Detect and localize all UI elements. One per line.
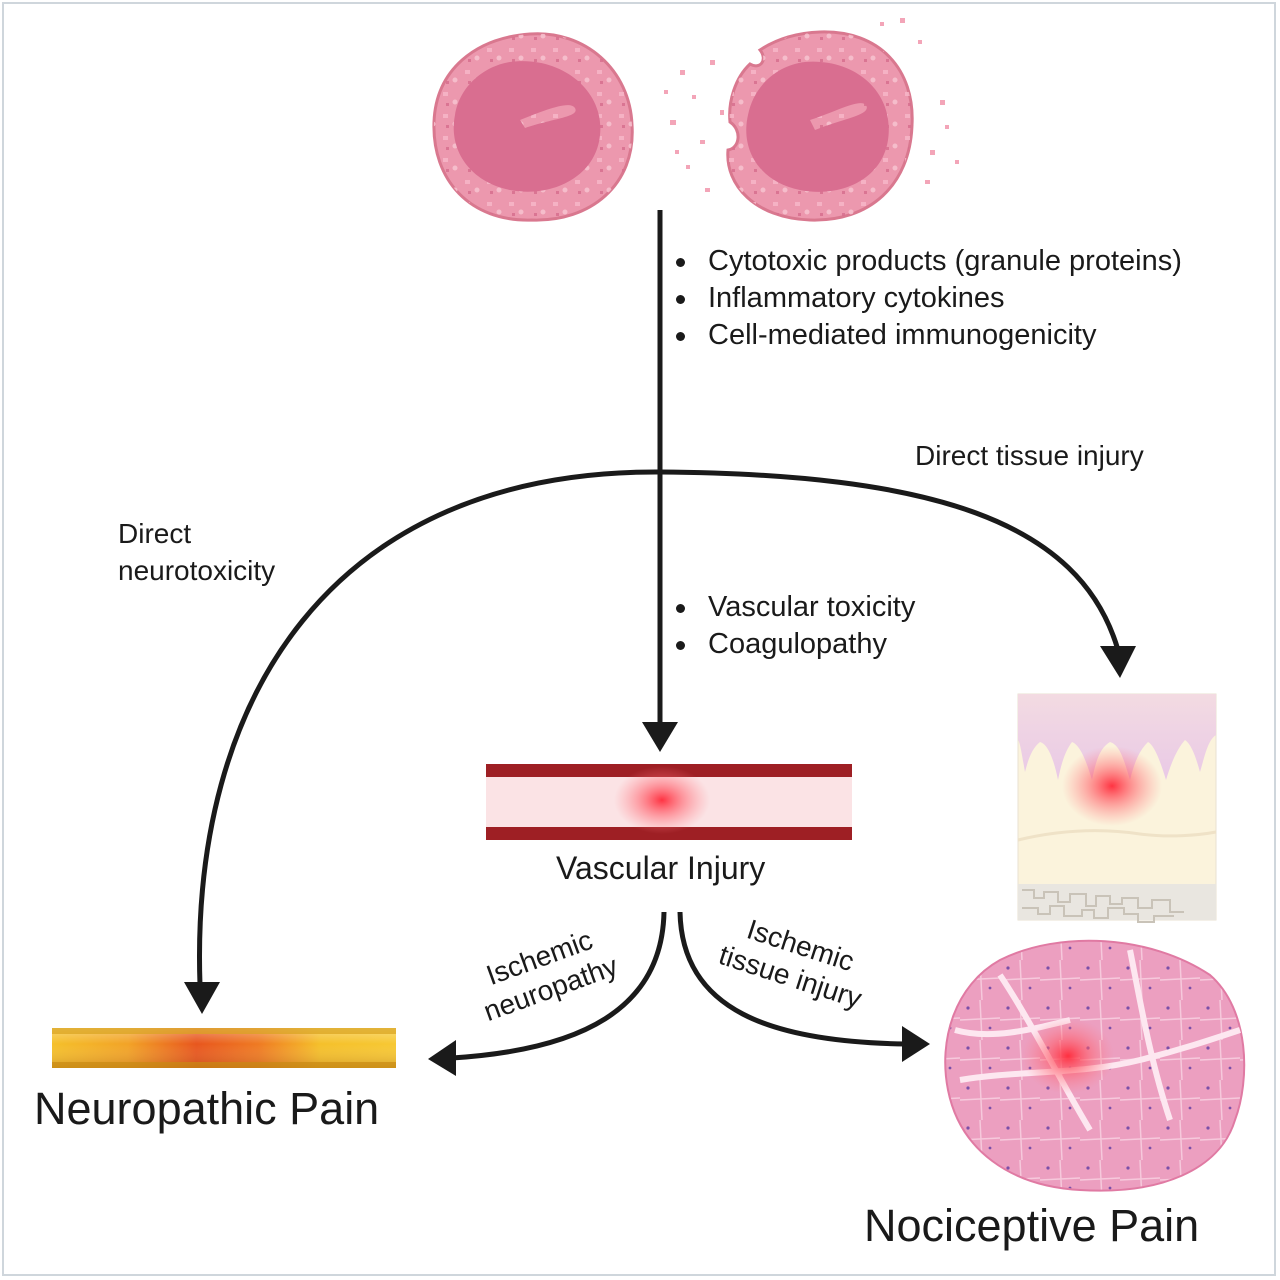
direct-neurotoxicity-line2: neurotoxicity <box>118 555 276 586</box>
ischemic-tissue-injury-arrow <box>677 911 907 1047</box>
nerve-bar <box>52 1028 396 1068</box>
list-item: Coagulopathy <box>672 626 915 663</box>
direct-neurotoxicity-line1: Direct <box>118 518 192 549</box>
blood-vessel <box>486 764 852 840</box>
direct-neurotoxicity-arrowhead <box>184 982 220 1014</box>
cells-to-vessel-arrowhead <box>642 722 678 752</box>
vessel-injury-glow <box>614 766 710 834</box>
nociceptive-pain-title: Nociceptive Pain <box>864 1200 1200 1251</box>
cell-effects-list: Cytotoxic products (granule proteins) In… <box>672 243 1182 354</box>
degranulating-granulocyte <box>664 18 959 222</box>
vascular-injury-label: Vascular Injury <box>556 850 766 886</box>
direct-tissue-injury-label: Direct tissue injury <box>915 440 1144 471</box>
direct-effects-arc <box>197 469 1121 986</box>
skin-injury-glow <box>1062 746 1162 826</box>
skin-section <box>1017 693 1217 923</box>
ischemic-neuropathy-arrow <box>451 911 667 1061</box>
list-item: Inflammatory cytokines <box>672 280 1182 317</box>
ischemic-neuropathy-arrowhead <box>428 1040 456 1076</box>
ischemic-tissue-injury-arrowhead <box>902 1026 930 1062</box>
list-item: Cell-mediated immunogenicity <box>672 317 1182 354</box>
neuropathic-pain-title: Neuropathic Pain <box>34 1083 380 1134</box>
list-item: Vascular toxicity <box>672 589 915 626</box>
list-item: Cytotoxic products (granule proteins) <box>672 243 1182 280</box>
direct-neurotoxicity-label: Direct neurotoxicity <box>118 515 275 589</box>
muscle-tissue <box>944 939 1246 1192</box>
intact-granulocyte <box>432 32 634 222</box>
muscle-injury-glow <box>1022 1018 1114 1094</box>
direct-tissue-injury-arrowhead <box>1100 646 1136 678</box>
vascular-effects-list: Vascular toxicity Coagulopathy <box>672 589 915 663</box>
